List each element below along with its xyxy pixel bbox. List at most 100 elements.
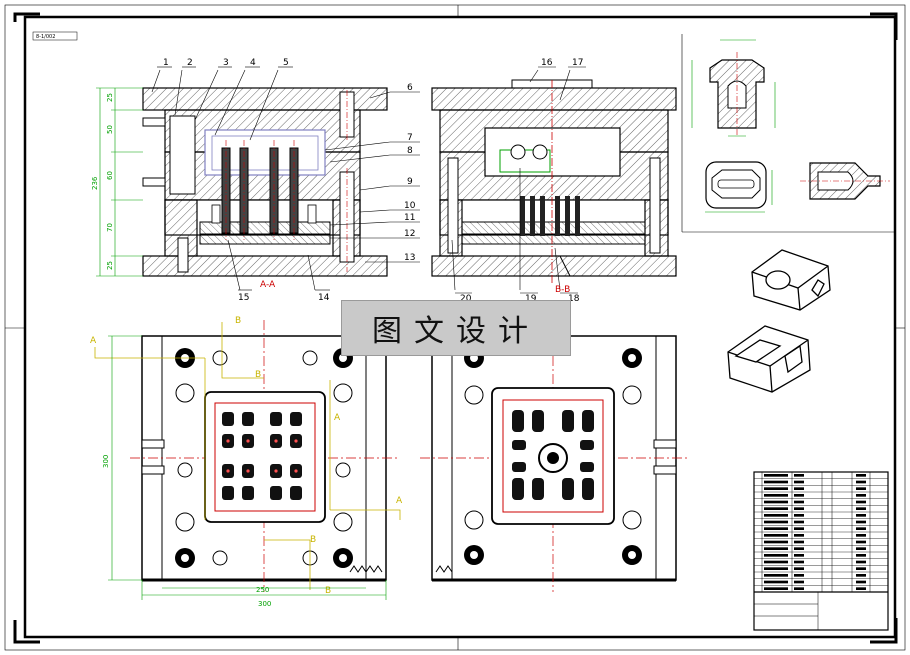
title-block-entry-mark bbox=[764, 560, 788, 564]
title-block-entry-mark bbox=[764, 547, 788, 550]
title-block-entry-mark bbox=[764, 587, 788, 590]
title-block-entry-mark bbox=[856, 474, 866, 477]
part-label-18: 18 bbox=[568, 294, 580, 304]
title-block-entry-mark bbox=[856, 507, 866, 510]
svg-text:70: 70 bbox=[106, 223, 114, 232]
title-block bbox=[753, 471, 889, 631]
title-block-entry-mark bbox=[764, 554, 788, 557]
section-bb-label: B-B bbox=[555, 285, 570, 295]
title-block-entry-mark bbox=[856, 540, 866, 544]
title-block-entry-mark bbox=[856, 500, 866, 504]
title-block-entry-mark bbox=[856, 574, 866, 577]
title-block-entry-mark bbox=[794, 474, 804, 477]
title-block-entry-mark bbox=[794, 480, 804, 484]
part-label-1: 1 bbox=[163, 58, 169, 68]
plan-inner-width-dim: 250 bbox=[256, 586, 269, 594]
svg-text:60: 60 bbox=[106, 171, 114, 180]
part-label-13: 13 bbox=[404, 253, 415, 263]
section-bb-view: 16 17 18 19 20 B-B bbox=[431, 58, 677, 304]
part-detail-views bbox=[681, 34, 895, 393]
title-block-entry-mark bbox=[764, 540, 788, 544]
title-block-entry-mark bbox=[856, 554, 866, 557]
svg-text:25: 25 bbox=[106, 261, 114, 270]
title-block-entry-mark bbox=[764, 507, 788, 510]
title-block-entry-mark bbox=[794, 587, 804, 590]
title-block-entry-mark bbox=[856, 560, 866, 564]
inner-border bbox=[23, 15, 897, 639]
plan-outer-width-dim: 300 bbox=[258, 600, 271, 608]
section-aa-label: A-A bbox=[260, 280, 276, 290]
title-block-entry-mark bbox=[764, 534, 788, 537]
title-block-entry-mark bbox=[764, 474, 788, 477]
part-label-16: 16 bbox=[541, 58, 553, 68]
part-label-14: 14 bbox=[318, 293, 330, 303]
cut-marker-b-top: B bbox=[235, 316, 241, 326]
part-label-7: 7 bbox=[407, 133, 413, 143]
title-block-entry-mark bbox=[764, 527, 788, 530]
part-label-19: 19 bbox=[525, 294, 537, 304]
title-block-entry-mark bbox=[764, 480, 788, 484]
title-block-entry-mark bbox=[764, 514, 788, 517]
cut-marker-b-bottom: B bbox=[325, 586, 331, 596]
title-block-entry-mark bbox=[856, 514, 866, 517]
title-block-entry-mark bbox=[856, 567, 866, 570]
title-block-entry-mark bbox=[856, 587, 866, 590]
title-block-entry-mark bbox=[794, 500, 804, 504]
title-block-entry-mark bbox=[764, 500, 788, 504]
title-block-entry-mark bbox=[794, 494, 804, 497]
title-block-entry-mark bbox=[794, 554, 804, 557]
title-block-entry-mark bbox=[856, 520, 866, 524]
title-block-entry-mark bbox=[856, 580, 866, 584]
title-block-entry-mark bbox=[764, 580, 788, 584]
title-block-entry-mark bbox=[856, 487, 866, 490]
title-block-entry-mark bbox=[794, 534, 804, 537]
cut-marker-a-left: A bbox=[90, 336, 97, 346]
title-block-entry-mark bbox=[794, 547, 804, 550]
drawing-code: 8-1/002 bbox=[36, 34, 55, 40]
part-label-9: 9 bbox=[407, 177, 413, 187]
title-block-entry-mark bbox=[794, 567, 804, 570]
part-label-11: 11 bbox=[404, 213, 415, 223]
part-label-17: 17 bbox=[572, 58, 583, 68]
svg-text:236: 236 bbox=[91, 176, 99, 190]
plan-height-dim: 300 bbox=[102, 455, 110, 468]
title-block-entry-mark bbox=[794, 574, 804, 577]
part-label-12: 12 bbox=[404, 229, 415, 239]
svg-text:25: 25 bbox=[106, 93, 114, 102]
title-block-entry-mark bbox=[764, 520, 788, 524]
part-label-4: 4 bbox=[250, 58, 256, 68]
part-label-8: 8 bbox=[407, 146, 413, 156]
title-block-entry-mark bbox=[856, 494, 866, 497]
title-block-entry-mark bbox=[764, 574, 788, 577]
watermark-stamp: 图文设计 bbox=[341, 300, 571, 356]
svg-text:B: B bbox=[255, 370, 261, 380]
part-label-2: 2 bbox=[187, 58, 193, 68]
svg-text:A: A bbox=[334, 413, 341, 423]
title-block-entry-mark bbox=[764, 487, 788, 490]
title-block-entry-mark bbox=[764, 567, 788, 570]
title-block-entry-mark bbox=[856, 547, 866, 550]
part-label-6: 6 bbox=[407, 83, 413, 93]
title-block-entry-mark bbox=[794, 520, 804, 524]
title-block-entry-mark bbox=[794, 540, 804, 544]
outer-border bbox=[4, 4, 906, 651]
part-label-20: 20 bbox=[460, 294, 472, 304]
title-block-entry-mark bbox=[794, 487, 804, 490]
title-block-entry-mark bbox=[856, 480, 866, 484]
part-label-5: 5 bbox=[283, 58, 289, 68]
title-block-entry-mark bbox=[856, 534, 866, 537]
title-block-entry-mark bbox=[794, 527, 804, 530]
stamp-text: 图文设计 bbox=[372, 314, 540, 349]
part-label-15: 15 bbox=[238, 293, 249, 303]
title-block-entry-mark bbox=[794, 580, 804, 584]
cut-marker-a-right: A bbox=[396, 496, 403, 506]
title-block-entry-mark bbox=[794, 514, 804, 517]
plan-view-moving-half bbox=[420, 320, 690, 592]
title-block-entry-mark bbox=[764, 494, 788, 497]
part-label-10: 10 bbox=[404, 201, 416, 211]
svg-text:50: 50 bbox=[106, 125, 114, 134]
plan-view-fixed-half: A B B A A B B 300 250 300 bbox=[90, 316, 403, 608]
section-aa-view: 25 50 60 70 25 236 bbox=[91, 58, 420, 303]
